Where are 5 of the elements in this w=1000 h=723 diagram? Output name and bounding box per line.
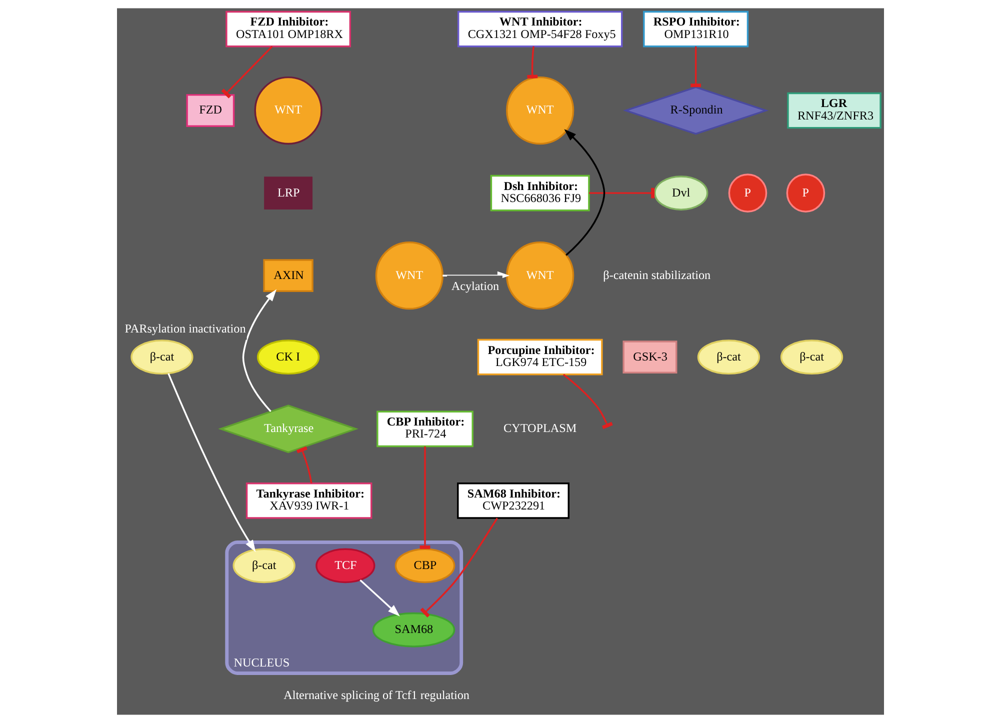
label: CYTOPLASM [503, 421, 576, 436]
edge-label: PARsylation inactivation [124, 322, 246, 336]
label: β-catenin stabilization [602, 268, 710, 282]
edge-label: Acylation [450, 279, 499, 294]
label: Alternative splicing of Tcf1 regulation [283, 688, 469, 702]
